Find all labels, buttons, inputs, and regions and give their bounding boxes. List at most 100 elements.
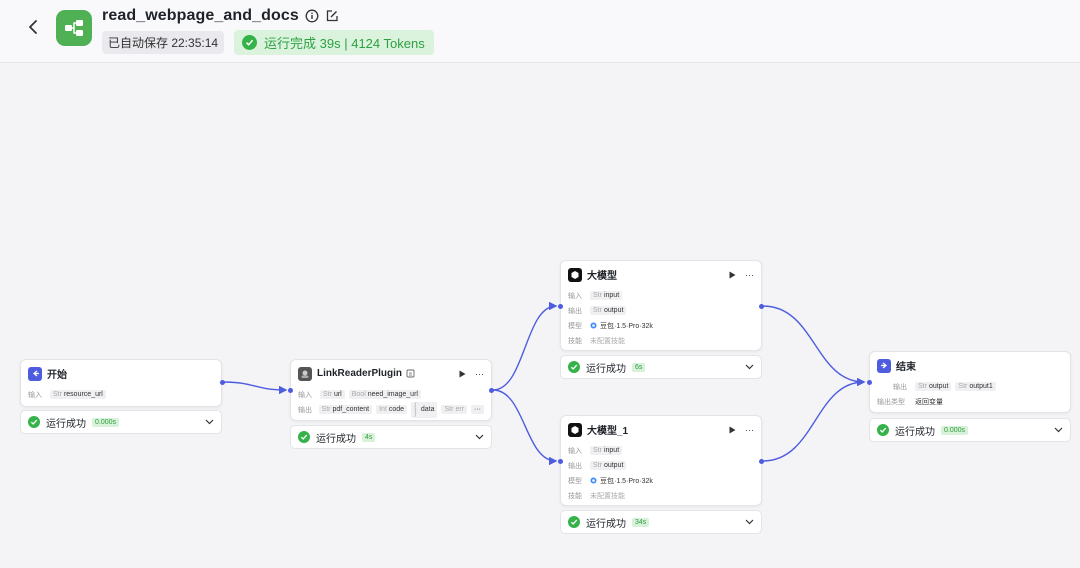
model-name: 豆包·1.5·Pro·32k [590,476,653,486]
edit-icon[interactable] [325,9,339,23]
run-status-badge[interactable]: 运行完成 39s | 4124 Tokens [234,30,434,55]
status-text: 运行成功 [46,418,86,430]
input-port[interactable] [867,380,872,385]
more-outputs-button[interactable]: ··· [471,405,484,414]
edge-link-llm2 [492,389,558,466]
doubao-model-icon [590,322,597,329]
status-bar-link-reader[interactable]: 运行成功 4s [290,425,492,449]
workflow-icon [65,20,83,36]
plugin-icon [298,366,312,381]
start-icon [28,366,42,381]
edge-link-llm1 [492,301,558,391]
play-icon[interactable] [729,426,736,434]
node-title: 大模型_1 [587,426,629,437]
top-bar: read_webpage_and_docs 已自动保存 22:35:14 运行完… [0,0,1080,63]
row-label: 技能 [568,337,582,345]
status-text: 运行成功 [895,426,935,438]
status-bar-end[interactable]: 运行成功 0.000s [869,418,1071,442]
row-label: 技能 [568,492,582,500]
row-label: 输入 [568,447,582,455]
output-port[interactable] [759,304,764,309]
workflow-app-icon [56,10,92,46]
row-label: 输出 [298,406,312,414]
input-port[interactable] [288,388,293,393]
node-title: 开始 [47,370,67,381]
row-label: 输出 [568,462,582,470]
chevron-down-icon[interactable] [1054,427,1063,433]
duration-badge: 34s [632,517,650,527]
llm-icon [568,267,582,282]
model-name: 豆包·1.5·Pro·32k [590,321,653,331]
output-port[interactable] [220,380,225,385]
check-circle-icon [877,424,889,436]
llm-icon [568,422,582,437]
play-icon[interactable] [729,271,736,279]
edge-start-link [222,381,288,395]
back-button[interactable] [22,16,44,38]
chevron-down-icon[interactable] [475,434,484,440]
chevron-down-icon[interactable] [205,419,214,425]
output-port[interactable] [489,388,494,393]
more-icon[interactable]: ··· [745,424,754,435]
row-label: 输出 [893,383,907,391]
plugin-badge-icon [406,369,415,378]
skill-value: 未配置技能 [590,492,625,500]
check-circle-icon [298,431,310,443]
row-label: 模型 [568,477,582,485]
status-bar-llm[interactable]: 运行成功 6s [560,355,762,379]
workflow-title: read_webpage_and_docs [102,7,299,24]
chevron-left-icon [29,20,37,34]
doubao-model-icon [590,477,597,484]
duration-badge: 6s [632,362,646,372]
row-label: 输出 [568,307,582,315]
node-title: 结束 [896,362,916,373]
chevron-down-icon[interactable] [745,519,754,525]
output-tag: { }data [411,401,438,418]
row-label: 输出类型 [877,398,905,406]
status-text: 运行成功 [316,433,356,445]
edge-llm1-end [762,305,866,387]
chevron-down-icon[interactable] [745,364,754,370]
run-status-text: 运行完成 39s | 4124 Tokens [264,36,425,51]
node-title: 大模型 [587,271,617,282]
more-icon[interactable]: ··· [475,368,484,379]
check-circle-icon [242,35,258,50]
row-label: 输入 [568,292,582,300]
output-type-value: 返回变量 [915,398,943,406]
play-icon[interactable] [459,370,466,378]
check-circle-icon [28,416,40,428]
row-label: 输入 [298,391,312,399]
duration-badge: 4s [362,432,376,442]
status-bar-llm-1[interactable]: 运行成功 34s [560,510,762,534]
input-port[interactable] [558,304,563,309]
status-bar-start[interactable]: 运行成功 0.000s [20,410,222,434]
more-icon[interactable]: ··· [745,269,754,280]
info-icon[interactable] [305,9,319,23]
row-label: 模型 [568,322,582,330]
row-label: 输入 [28,391,42,399]
duration-badge: 0.000s [941,425,969,435]
skill-value: 未配置技能 [590,337,625,345]
output-port[interactable] [759,459,764,464]
autosave-status: 已自动保存 22:35:14 [102,31,225,54]
input-port[interactable] [558,459,563,464]
status-text: 运行成功 [586,518,626,530]
